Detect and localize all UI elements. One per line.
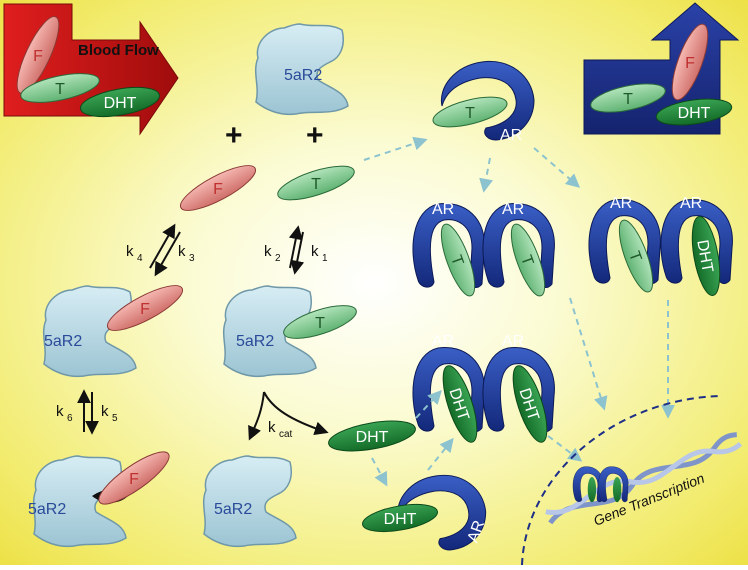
svg-text:T: T bbox=[315, 315, 325, 332]
ar-dht-complex: DHT AR bbox=[362, 474, 489, 551]
svg-text:k: k bbox=[178, 243, 186, 260]
dht-molecule: DHT bbox=[328, 420, 416, 452]
cell-uptake-arrow: F T DHT bbox=[583, 2, 740, 135]
blood-flow-label: Blood Flow bbox=[78, 42, 159, 59]
svg-text:T: T bbox=[55, 81, 65, 98]
testosterone-molecule: T bbox=[440, 223, 476, 297]
receptor-label: AR bbox=[500, 127, 522, 144]
svg-text:k: k bbox=[101, 403, 109, 420]
catalysis-arrows: k cat bbox=[248, 391, 329, 441]
enzyme-testosterone-complex: T 5aR2 bbox=[222, 285, 357, 378]
svg-text:3: 3 bbox=[189, 253, 195, 264]
blood-flow-arrow: Blood Flow F T DHT bbox=[3, 3, 179, 136]
enzyme-finasteride-adduct: F 5aR2 bbox=[28, 451, 170, 548]
svg-text:F: F bbox=[129, 471, 139, 488]
receptor-label: AR bbox=[465, 518, 489, 545]
testosterone-molecule: T bbox=[618, 219, 654, 293]
svg-text:DHT: DHT bbox=[384, 511, 417, 528]
svg-text:T: T bbox=[465, 105, 475, 122]
plus-sign: + bbox=[225, 119, 243, 152]
finasteride-molecule: F bbox=[179, 165, 257, 211]
testosterone-molecule: T bbox=[432, 96, 508, 128]
dna-helix bbox=[545, 432, 743, 525]
enzyme-finasteride-complex: F 5aR2 bbox=[42, 285, 184, 378]
enzyme-label: 5aR2 bbox=[44, 333, 82, 350]
svg-text:4: 4 bbox=[137, 253, 143, 264]
finasteride-molecule: F bbox=[671, 23, 709, 101]
plus-sign: + bbox=[306, 119, 324, 152]
testosterone-molecule: T bbox=[20, 73, 100, 103]
svg-text:DHT: DHT bbox=[678, 105, 711, 122]
svg-text:F: F bbox=[140, 301, 150, 318]
dht-molecule: DHT bbox=[691, 216, 721, 296]
svg-text:5aR2: 5aR2 bbox=[214, 501, 252, 518]
free-enzyme-5ar2: 5aR2 bbox=[254, 23, 349, 116]
testosterone-molecule: T bbox=[590, 83, 666, 113]
dht-molecule: DHT bbox=[362, 503, 438, 533]
finasteride-molecule: F bbox=[98, 451, 170, 505]
svg-text:5aR2: 5aR2 bbox=[284, 67, 322, 84]
svg-text:2: 2 bbox=[275, 253, 281, 264]
dht-molecule: DHT bbox=[655, 98, 733, 126]
equilibrium-arrows-k3-k4: k 4 k 3 bbox=[126, 223, 195, 277]
testosterone-molecule: T bbox=[510, 223, 546, 297]
svg-text:F: F bbox=[33, 48, 43, 65]
receptor-label: AR bbox=[432, 333, 454, 350]
svg-text:k: k bbox=[264, 243, 272, 260]
receptor-label: AR bbox=[502, 201, 524, 218]
ar-dimer-testosterone-dht: AR AR T DHT bbox=[588, 195, 733, 296]
svg-text:DHT: DHT bbox=[356, 429, 389, 446]
finasteride-molecule: F bbox=[106, 285, 184, 331]
equilibrium-arrows-k5-k6: k 6 k 5 bbox=[56, 389, 118, 435]
testosterone-molecule: T bbox=[277, 165, 355, 201]
svg-text:DHT: DHT bbox=[104, 95, 137, 112]
svg-text:5: 5 bbox=[112, 413, 118, 424]
finasteride-molecule: F bbox=[16, 16, 60, 94]
svg-text:T: T bbox=[623, 91, 633, 108]
ar-testosterone-complex: T AR bbox=[432, 60, 535, 144]
ar-dimer-testosterone: AR AR T T bbox=[412, 201, 555, 297]
svg-text:k: k bbox=[268, 419, 276, 436]
receptor-label: AR bbox=[610, 195, 632, 212]
receptor-label: AR bbox=[502, 333, 524, 350]
receptor-label: AR bbox=[432, 201, 454, 218]
testosterone-molecule: T bbox=[283, 305, 357, 339]
svg-text:6: 6 bbox=[67, 413, 73, 424]
enzyme-label: 5aR2 bbox=[236, 333, 274, 350]
svg-text:k: k bbox=[311, 243, 319, 260]
ar-dimer-dna-bound bbox=[572, 466, 629, 503]
svg-text:cat: cat bbox=[279, 429, 293, 440]
svg-text:T: T bbox=[311, 176, 321, 193]
free-enzyme-5ar2: 5aR2 bbox=[202, 455, 297, 548]
equilibrium-arrows-k1-k2: k 2 k 1 bbox=[264, 225, 328, 275]
svg-text:F: F bbox=[685, 55, 695, 72]
receptor-label: AR bbox=[680, 195, 702, 212]
dht-molecule: DHT bbox=[80, 86, 160, 118]
svg-text:DHT: DHT bbox=[693, 239, 715, 275]
svg-text:k: k bbox=[126, 243, 134, 260]
svg-text:k: k bbox=[56, 403, 64, 420]
svg-text:1: 1 bbox=[322, 253, 328, 264]
svg-text:F: F bbox=[213, 181, 223, 198]
enzyme-label: 5aR2 bbox=[28, 501, 66, 518]
